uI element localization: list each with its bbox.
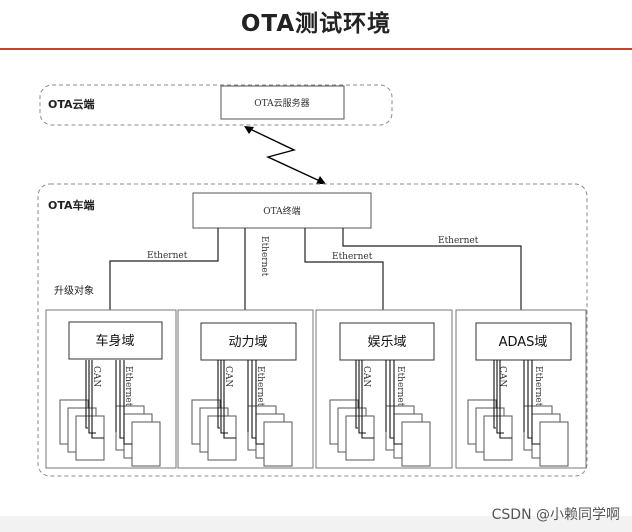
can-wire bbox=[91, 360, 104, 439]
ethernet-label-body: Ethernet bbox=[123, 366, 133, 407]
vehicle-zone bbox=[37, 183, 588, 477]
cloud-server-label: OTA云服务器 bbox=[254, 97, 309, 109]
ethernet-label-3: Ethernet bbox=[332, 252, 373, 262]
ethernet-label-1: Ethernet bbox=[147, 251, 188, 261]
cloud-zone bbox=[39, 84, 393, 126]
can-wire bbox=[220, 360, 228, 434]
wireless-arrow-bottom bbox=[316, 176, 326, 184]
ecu-stacks bbox=[59, 360, 569, 467]
can-wire bbox=[361, 360, 374, 439]
ethernet-label-adas: Ethernet bbox=[533, 366, 543, 407]
can-label-body: CAN bbox=[91, 366, 101, 387]
domain-box bbox=[200, 322, 297, 361]
ecu-box bbox=[131, 421, 161, 467]
domain-box bbox=[68, 321, 163, 360]
ethernet-wire bbox=[527, 360, 532, 439]
can-label-power: CAN bbox=[223, 366, 233, 387]
domain-box bbox=[339, 322, 435, 361]
ecu-box bbox=[401, 421, 431, 467]
domain-panel bbox=[315, 309, 453, 469]
domain-panel bbox=[455, 309, 587, 469]
ecu-group bbox=[59, 360, 161, 467]
can-wire bbox=[85, 360, 88, 429]
can-label-adas: CAN bbox=[497, 366, 507, 387]
ethernet-wire bbox=[531, 360, 540, 445]
domain-group-adas: ADAS域 bbox=[455, 309, 587, 469]
footer-band bbox=[0, 516, 632, 532]
wireless-arrow-top bbox=[244, 126, 254, 134]
ethernet-wire bbox=[119, 360, 124, 439]
ethernet-wire bbox=[251, 360, 256, 439]
ethernet-wire bbox=[255, 360, 264, 445]
can-wire bbox=[499, 360, 512, 439]
vehicle-zone-label: OTA车端 bbox=[48, 198, 95, 212]
cloud-zone-label: OTA云端 bbox=[48, 97, 95, 111]
ota-terminal-box bbox=[192, 192, 372, 229]
ethernet-wire bbox=[389, 360, 394, 439]
ecu-box bbox=[263, 421, 293, 467]
ecu-group bbox=[191, 360, 293, 467]
domain-group-infotainment: 娱乐域 bbox=[315, 309, 453, 469]
domain-label: 动力域 bbox=[228, 335, 267, 350]
page-title: OTA测试环境 bbox=[240, 11, 392, 37]
ethernet-wire bbox=[123, 360, 132, 445]
ethernet-links bbox=[109, 228, 522, 310]
ethernet-wire bbox=[393, 360, 402, 445]
domain-label: 车身域 bbox=[95, 333, 134, 349]
ota-terminal-label: OTA终端 bbox=[263, 205, 300, 217]
cloud-server-box bbox=[220, 85, 345, 120]
can-wire bbox=[355, 360, 358, 429]
ethernet-label-2: Ethernet bbox=[259, 236, 269, 277]
watermark: CSDN @小赖同学啊 bbox=[491, 507, 620, 523]
ethernet-label-infotainment: Ethernet bbox=[395, 366, 405, 407]
domain-group-body: 车身域 bbox=[45, 309, 177, 469]
can-wire bbox=[217, 360, 220, 429]
title-divider bbox=[0, 48, 632, 50]
can-wire bbox=[88, 360, 96, 434]
ethernet-label-4: Ethernet bbox=[438, 236, 479, 246]
can-wire bbox=[223, 360, 236, 439]
ecu-group bbox=[467, 360, 569, 467]
upgrade-target-label: 升级对象 bbox=[54, 284, 94, 297]
domain-label: 娱乐域 bbox=[367, 335, 406, 350]
wireless-link bbox=[247, 127, 323, 183]
can-wire bbox=[358, 360, 366, 434]
domain-label: ADAS域 bbox=[499, 335, 548, 350]
domain-group-power: 动力域 bbox=[177, 309, 314, 469]
ethernet-label-power: Ethernet bbox=[255, 366, 265, 407]
can-wire bbox=[496, 360, 504, 434]
domain-box bbox=[475, 322, 572, 361]
domain-panel bbox=[45, 309, 177, 469]
can-wire bbox=[493, 360, 496, 429]
can-label-infotainment: CAN bbox=[361, 366, 371, 387]
domain-panel bbox=[177, 309, 314, 469]
ecu-box bbox=[539, 421, 569, 467]
ecu-group bbox=[329, 360, 431, 467]
